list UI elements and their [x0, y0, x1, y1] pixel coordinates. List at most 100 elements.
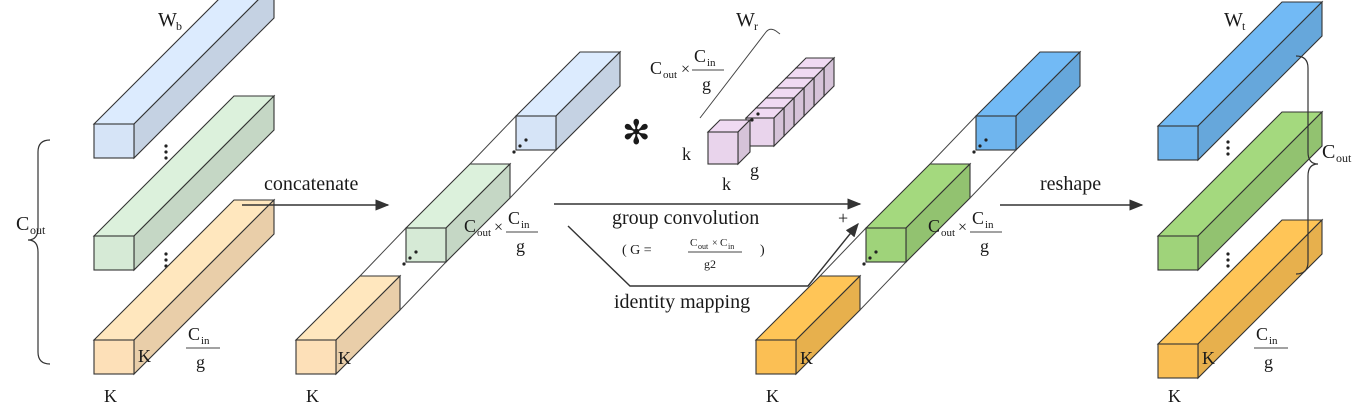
svg-text:g: g [516, 236, 525, 256]
wb-k-width-label: K [104, 386, 117, 406]
concat-cout-times-cin-over-g: C out × C in g [464, 208, 538, 256]
groups-formula: ( G = C out × C in g2 ) [622, 237, 765, 271]
svg-text:×: × [681, 61, 690, 78]
svg-text:g: g [750, 160, 759, 180]
concat-segment-blue [514, 50, 622, 152]
svg-text:in: in [707, 57, 716, 69]
identity-mapping-arrow [567, 222, 859, 287]
svg-text:C: C [720, 237, 727, 249]
svg-text:W: W [736, 9, 755, 31]
wr-kernel-1 [706, 118, 752, 166]
svg-text:k: k [682, 144, 691, 164]
svg-text:C: C [1256, 324, 1268, 344]
svg-text:C: C [16, 213, 29, 235]
wr-k-width-label: k [722, 174, 731, 194]
wt-vertical-dots-2 [1226, 252, 1230, 268]
result-cout-times-cin-over-g: C out × C in g [928, 208, 1002, 256]
wb-k-depth-label: K [138, 346, 151, 366]
plus-sign: + [838, 208, 848, 228]
wr-title: W r [736, 9, 758, 33]
svg-text:K: K [1202, 348, 1215, 368]
wb-vertical-dots-1 [164, 144, 168, 160]
svg-text:K: K [1168, 386, 1181, 406]
svg-text:W: W [1224, 9, 1243, 31]
svg-text:r: r [754, 19, 758, 33]
svg-text:K: K [800, 348, 813, 368]
concat-guide-lines [359, 115, 557, 311]
concat-k-depth-label: K [338, 348, 351, 368]
wt-kernel-blue [1156, 0, 1324, 162]
svg-text:K: K [766, 386, 779, 406]
svg-text:×: × [958, 219, 967, 236]
svg-text:C: C [650, 58, 662, 78]
result-guide-lines [819, 115, 1017, 311]
reshape-label: reshape [1040, 173, 1101, 195]
svg-text:W: W [158, 9, 177, 31]
svg-text:in: in [1269, 335, 1278, 347]
concatenated-bar [294, 50, 622, 376]
concat-segment-green [404, 162, 512, 264]
svg-text:C: C [928, 216, 940, 236]
svg-text:out: out [1336, 151, 1352, 165]
svg-text:out: out [663, 69, 677, 81]
wt-title: W t [1224, 9, 1246, 33]
wt-cin-over-g: C in g [1254, 324, 1288, 372]
svg-text:C: C [508, 208, 520, 228]
wb-cin-over-g: C in g [186, 324, 220, 372]
svg-text:): ) [760, 243, 765, 258]
cout-brace-left [27, 139, 51, 365]
svg-text:t: t [1242, 19, 1246, 33]
wb-kernel-green [92, 94, 276, 272]
svg-text:K: K [104, 386, 117, 406]
svg-text:g: g [1264, 352, 1273, 372]
convolution-operator-icon: ✻ [622, 115, 651, 152]
result-k-width-label: K [766, 386, 779, 406]
wr-g-depth-label: g [750, 160, 759, 180]
svg-text:K: K [338, 348, 351, 368]
wb-kernel-orange [92, 198, 276, 376]
concat-segment-orange [294, 274, 402, 376]
wt-kernel-orange [1156, 218, 1324, 380]
concatenate-label: concatenate [264, 173, 358, 195]
identity-mapping-label: identity mapping [614, 291, 750, 313]
svg-text:K: K [306, 386, 319, 406]
wr-kernel-stack [706, 56, 836, 166]
svg-text:×: × [712, 238, 718, 249]
svg-text:k: k [722, 174, 731, 194]
result-bar [754, 50, 1082, 376]
svg-text:in: in [521, 219, 530, 231]
svg-text:g: g [702, 74, 711, 94]
cout-label-right: C out [1322, 141, 1352, 165]
svg-text:C: C [1322, 141, 1335, 163]
cout-label-left: C out [16, 213, 46, 237]
concat-diagonal-dots-1 [402, 250, 418, 266]
svg-text:in: in [728, 242, 734, 251]
wb-kernels [92, 0, 276, 376]
wt-k-depth-label: K [1202, 348, 1215, 368]
result-diagonal-dots-1 [862, 250, 878, 266]
wb-kernel-blue [92, 0, 275, 160]
svg-text:C: C [188, 324, 200, 344]
concat-k-width-label: K [306, 386, 319, 406]
svg-text:in: in [201, 335, 210, 347]
svg-text:C: C [972, 208, 984, 228]
wb-title: W b [158, 9, 182, 33]
wr-k-height-label: k [682, 144, 691, 164]
result-k-depth-label: K [800, 348, 813, 368]
svg-text:out: out [477, 227, 491, 239]
wt-vertical-dots-1 [1226, 140, 1230, 156]
svg-text:×: × [494, 219, 503, 236]
wt-kernel-green [1156, 110, 1324, 272]
svg-text:b: b [176, 19, 182, 33]
svg-text:C: C [464, 216, 476, 236]
svg-text:K: K [138, 346, 151, 366]
result-diagonal-dots-2 [972, 138, 988, 154]
result-segment-blue [974, 50, 1082, 152]
result-segment-orange [754, 274, 862, 376]
concat-diagonal-dots-2 [512, 138, 528, 154]
wr-count-brace [699, 28, 781, 119]
wb-vertical-dots-2 [164, 252, 168, 268]
svg-text:g: g [196, 352, 205, 372]
svg-text:out: out [698, 242, 709, 251]
